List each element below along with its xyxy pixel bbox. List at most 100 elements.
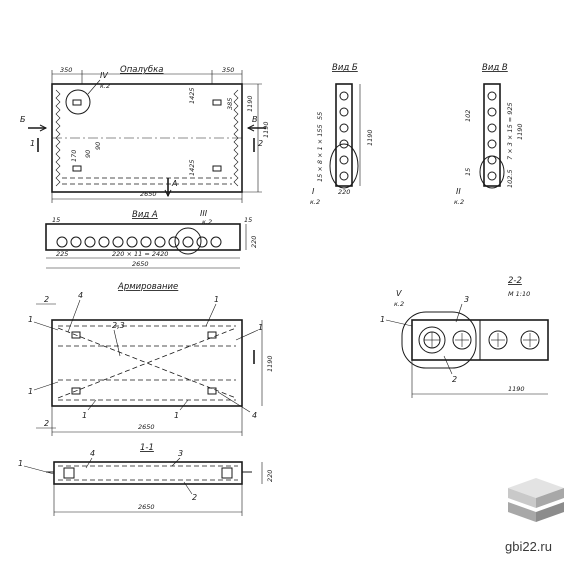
section-2-2-label-3: 3 [464,295,469,304]
view-a-hole [112,236,124,248]
section-2-2-label-2: 2 [452,375,457,384]
reinforcement-label-2-3: 2,3 [112,321,125,330]
view-a-dim-length: 2650 [132,260,149,268]
formwork-dim-right-350: 350 [222,66,234,74]
reinforcement-label-4-bottom: 4 [252,411,257,420]
view-v-dim-1190: 1190 [516,123,524,140]
section-1-1-label-2: 2 [192,493,197,502]
view-v-callout-sheet: к.2 [454,198,464,206]
section-2-2-hole [418,326,446,354]
view-v-hole [487,139,497,149]
section-2-2-detail-outline [401,311,477,369]
reinforcement-loop [207,387,217,395]
formwork-dim-1425-bottom: 1425 [188,159,196,176]
watermark-text: gbi22.ru [505,539,552,554]
view-b-hole [339,171,349,181]
section-1-1-label-4: 4 [90,449,95,458]
formwork-dim-width-inner: 1190 [246,95,254,112]
reinforcement-label-1-top-right: 1 [214,295,219,304]
reinforcement-label-1-right: 1 [258,323,263,332]
view-a-dim-height: 220 [250,236,258,248]
reinforcement-label-1-bottom-left: 1 [82,411,87,420]
view-a-dim-15-left: 15 [52,216,60,224]
formwork-callout-a: А [171,179,177,188]
reinforcement-loop [71,387,81,395]
view-v-dim-holes: 7 × 3 × 15 = 925 [506,102,514,160]
reinforcement-dim-length: 2650 [138,423,155,431]
view-a-dim-225: 225 [56,250,68,258]
section-2-2-hole [452,330,472,350]
reinforcement-section-2-top: 2 [44,295,49,304]
view-v-title: Вид В [482,63,508,73]
reinforcement-label-1-left-bottom: 1 [28,387,33,396]
formwork-callout-iv: IV [100,71,108,80]
view-a-hole [182,236,194,248]
formwork-loop-tl [72,99,82,106]
view-a-dim-15-right: 15 [244,216,252,224]
view-a-hole [154,236,166,248]
formwork-dim-170: 170 [70,150,78,162]
view-v-slab-end [483,83,501,187]
gbi22-logo-icon [508,478,564,522]
section-2-2: 2-2 М 1:10 V к.2 3 1 2 1190 [380,276,549,398]
view-v-hole [487,123,497,133]
formwork-loop-bl [72,165,82,172]
section-2-2-hole [488,330,508,350]
formwork-dim-90b: 90 [94,142,102,150]
section-1-1-label-1: 1 [18,459,23,468]
section-1-1-dim-length: 2650 [138,503,155,511]
view-b-dim-55: 55 [316,112,324,120]
reinforcement-label-1-bottom-right: 1 [174,411,179,420]
view-b-hole [339,155,349,165]
section-1-1-title: 1-1 [140,443,154,453]
reinforcement-loop [71,331,81,339]
section-2-2-hole [520,330,540,350]
formwork-loop-br [212,165,222,172]
view-b-hole [339,107,349,117]
view-b-callout-sheet: к.2 [310,198,320,206]
watermark: gbi22.ru [505,478,564,554]
view-a-callout-iii: III [200,209,208,218]
formwork-dim-width: 1190 [262,121,270,138]
view-v-hole [487,107,497,117]
view-a-hole [98,236,110,248]
formwork-view: Опалубка 350 350 2650 1190 1190 385 1425… [20,65,270,203]
view-b-dim-holes: 15 × 8 × 1 × 155 [316,124,324,182]
section-2-2-title: 2-2 [508,276,522,286]
reinforcement-outline [51,319,243,407]
view-b-hole [339,123,349,133]
reinforcement-dim-width: 1190 [266,355,274,372]
section-1-1-label-3: 3 [178,449,183,458]
view-a-hole [126,236,138,248]
formwork-section-2: 2 [258,139,263,148]
view-a-hole [56,236,68,248]
section-1-1-loop [63,467,75,479]
reinforcement-label-4-top: 4 [78,291,83,300]
reinforcement-loop [207,331,217,339]
formwork-dim-90: 90 [84,150,92,158]
view-a-title: Вид А [132,210,158,220]
section-2-2-dim-1190: 1190 [508,385,525,393]
formwork-callout-b: Б [20,115,26,124]
view-a: Вид А III к.2 15 15 225 220 × 11 = 2420 … [45,209,258,269]
view-b-detail-ellipse [329,143,359,189]
section-1-1-outline [53,461,243,485]
view-b-title: Вид Б [332,63,358,73]
view-b-hole [339,139,349,149]
formwork-dim-length: 2650 [140,190,157,198]
section-2-2-callout-v: V [396,289,402,298]
formwork-callout-iv-sheet: к.2 [100,82,110,90]
view-a-holes [56,236,222,248]
view-v-callout-ii: II [456,187,461,196]
formwork-callout-v: В [252,115,258,124]
view-v-hole [487,91,497,101]
view-b-slab-end [335,83,353,187]
formwork-dim-1425-top: 1425 [188,87,196,104]
formwork-loop-tr [212,99,222,106]
formwork-title: Опалубка [120,65,164,75]
view-v-dim-102-5: 102.5 [506,169,514,188]
section-1-1: 1-1 4 3 1 2 2650 220 [18,443,274,516]
view-v: Вид В 102 7 × 3 × 15 = 925 1190 15 102.5… [454,63,524,206]
formwork-detail-circle-iv [65,89,91,115]
